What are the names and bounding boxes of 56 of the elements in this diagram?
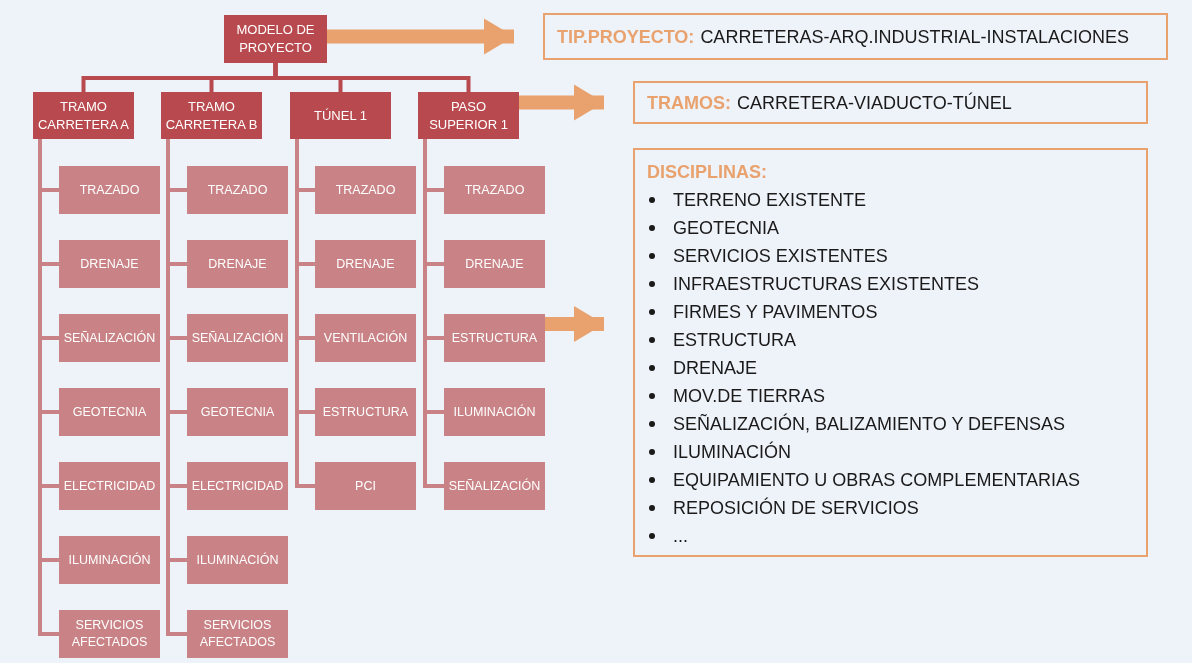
list-item: ESTRUCTURA [673, 329, 796, 352]
section-box: TÚNEL 1 [290, 92, 391, 139]
section-box: TRAMO CARRETERA B [161, 92, 262, 139]
list-item: ... [673, 525, 688, 548]
box-heading: TRAMOS: [647, 91, 731, 115]
box-heading: TIP.PROYECTO: [557, 25, 695, 49]
list-item: REPOSICIÓN DE SERVICIOS [673, 496, 919, 520]
discipline-box: DRENAJE [444, 240, 545, 288]
section-box: MODELO DE PROYECTO [224, 15, 327, 63]
list-item: EQUIPAMIENTO U OBRAS COMPLEMENTARIAS [673, 469, 1081, 492]
block-arrow [519, 84, 604, 121]
block-arrow [327, 18, 514, 55]
discipline-box: ELECTRICIDAD [59, 462, 160, 510]
connector-line [295, 139, 315, 488]
discipline-box: TRAZADO [315, 166, 416, 214]
list-item: FIRMES Y PAVIMENTOS [673, 301, 878, 324]
discipline-box: ILUMINACIÓN [444, 388, 545, 436]
discipline-box: DRENAJE [315, 240, 416, 288]
discipline-box: PCI [315, 462, 416, 510]
discipline-box: SEÑALIZACIÓN [444, 462, 545, 510]
discipline-box: SERVICIOS AFECTADOS [187, 610, 288, 658]
discipline-box: GEOTECNIA [187, 388, 288, 436]
discipline-box: ELECTRICIDAD [187, 462, 288, 510]
discipline-box: ESTRUCTURA [444, 314, 545, 362]
discipline-box: VENTILACIÓN [315, 314, 416, 362]
list-item: DRENAJE [673, 357, 757, 380]
list-item: TERRENO EXISTENTE [673, 189, 867, 212]
info-box [633, 148, 1148, 557]
box-heading: DISCIPLINAS: [647, 161, 767, 184]
discipline-box: SERVICIOS AFECTADOS [59, 610, 160, 658]
discipline-box: TRAZADO [59, 166, 160, 214]
list-item: SERVICIOS EXISTENTES [673, 245, 888, 268]
info-box [543, 13, 1168, 60]
discipline-box: TRAZADO [444, 166, 545, 214]
discipline-box: SEÑALIZACIÓN [59, 314, 160, 362]
list-item: INFRAESTRUCTURAS EXISTENTES [673, 273, 980, 296]
info-box [633, 81, 1148, 124]
block-arrow [545, 306, 604, 342]
list-item: ILUMINACIÓN [673, 440, 791, 464]
discipline-box: DRENAJE [187, 240, 288, 288]
section-box: TRAMO CARRETERA A [33, 92, 134, 139]
section-box: PASO SUPERIOR 1 [418, 92, 519, 139]
discipline-box: ESTRUCTURA [315, 388, 416, 436]
box-text: CARRETERA-VIADUCTO-TÚNEL [737, 91, 1012, 115]
discipline-box: DRENAJE [59, 240, 160, 288]
list-item: GEOTECNIA [673, 217, 779, 240]
connector-line [423, 139, 444, 488]
discipline-box: ILUMINACIÓN [59, 536, 160, 584]
discipline-box: ILUMINACIÓN [187, 536, 288, 584]
box-text: CARRETERAS-ARQ.INDUSTRIAL-INSTALACIONES [700, 25, 1130, 49]
discipline-box: GEOTECNIA [59, 388, 160, 436]
discipline-box: SEÑALIZACIÓN [187, 314, 288, 362]
list-item: SEÑALIZACIÓN, BALIZAMIENTO Y DEFENSAS [673, 412, 1066, 436]
discipline-box: TRAZADO [187, 166, 288, 214]
list-item: MOV.DE TIERRAS [673, 385, 826, 408]
connector-line [273, 63, 471, 92]
